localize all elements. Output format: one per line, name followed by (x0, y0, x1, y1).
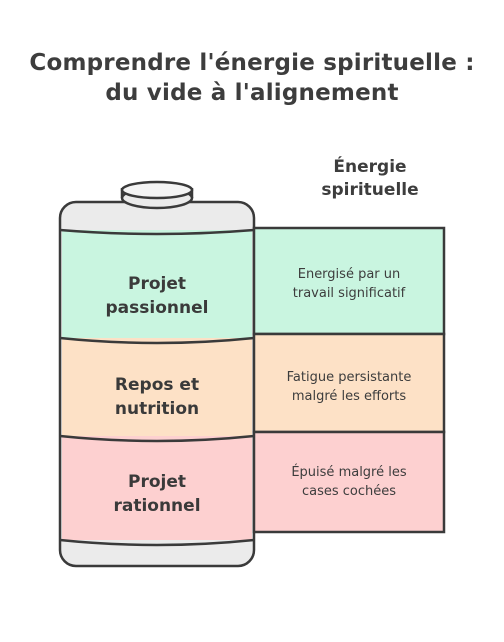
level-label-passion: Projet passionnel (70, 272, 244, 320)
description-passion-line-1: Energisé par un (297, 267, 401, 282)
description-passion-line-2: travail significatif (292, 286, 406, 301)
title-line-2: du vide à l'alignement (105, 80, 399, 106)
level-label-rational: Projet rationnel (70, 470, 244, 518)
description-box-rest (252, 332, 446, 434)
battery-segment-passion (62, 230, 252, 338)
level-label-passion-line-1: Projet (127, 274, 186, 294)
battery-segment-rational (62, 436, 252, 540)
column-header-line-2: spirituelle (321, 180, 419, 200)
description-rest: Fatigue persistante malgré les efforts (258, 368, 440, 406)
battery-band-lines (59, 228, 255, 547)
battery-segment-rest (62, 338, 252, 436)
level-label-rest-line-2: nutrition (114, 399, 200, 419)
diagram-title: Comprendre l'énergie spirituelle : du vi… (0, 48, 504, 108)
level-label-rational-line-1: Projet (127, 472, 186, 492)
description-passion: Energisé par un travail significatif (258, 265, 440, 303)
battery-terminal-cap (120, 180, 194, 200)
description-rational-line-2: cases cochées (301, 484, 397, 499)
level-label-rest: Repos et nutrition (70, 373, 244, 421)
column-header: Énergie spirituelle (300, 156, 440, 202)
description-box-passion (252, 226, 446, 336)
description-box-rational (252, 430, 446, 534)
description-rest-line-1: Fatigue persistante (286, 370, 412, 385)
level-label-rational-line-2: rationnel (113, 496, 201, 516)
title-line-1: Comprendre l'énergie spirituelle : (29, 50, 475, 76)
level-label-rest-line-1: Repos et (114, 375, 200, 395)
level-label-passion-line-2: passionnel (105, 298, 209, 318)
description-rational: Épuisé malgré les cases cochées (258, 463, 440, 501)
description-rest-line-2: malgré les efforts (291, 389, 407, 404)
description-rational-line-1: Épuisé malgré les (291, 465, 407, 480)
column-header-line-1: Énergie (333, 157, 407, 177)
